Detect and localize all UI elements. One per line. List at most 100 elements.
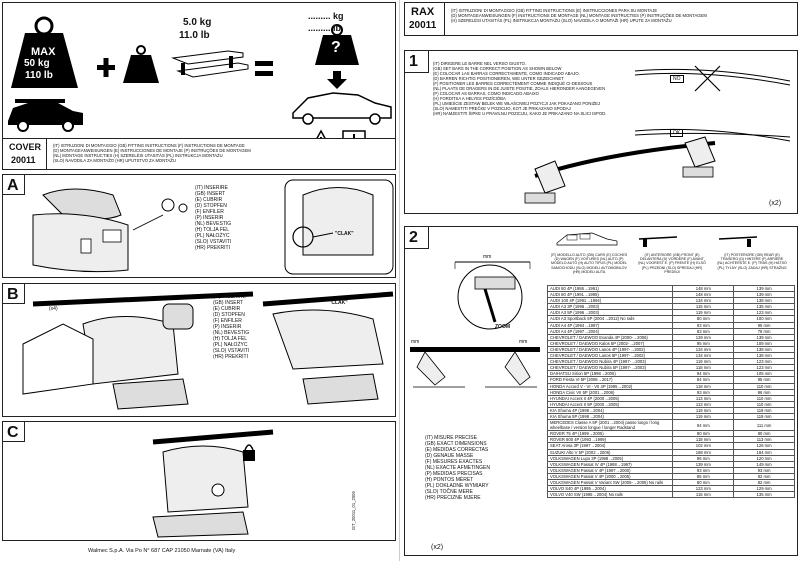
cell-rear: 119 mm bbox=[733, 412, 795, 421]
cell-rear: 110 mm bbox=[733, 400, 795, 408]
cell-rear: 138 mm bbox=[733, 345, 795, 354]
cell-rear: 123 mm bbox=[733, 364, 795, 372]
legend-line: (NL) EXACTE AFMETINGEN bbox=[425, 465, 491, 471]
section-b-line: (SLO) VSTAVITI bbox=[213, 348, 250, 354]
rax-header-line: (H) SZERELÉSI UTASITÁS (PL) INSTRUKCJA M… bbox=[451, 18, 672, 23]
section-a-line: (GB) INSERT bbox=[195, 191, 226, 197]
section-a-line: (P) INSERIR bbox=[195, 215, 224, 221]
cover-header: COVER 20011 (IT) ISTRUZIONI DI MONTAGGIO… bbox=[2, 138, 396, 170]
section-a-line: (H) TOLJA FEL bbox=[195, 227, 229, 233]
rax-header-line: (D) MONTAGEANWEISUNGEN (F) INSTRUCTIONS … bbox=[451, 13, 707, 18]
cover-title: COVER bbox=[9, 142, 42, 152]
cover-instruction-line: (NL) MONTAGE INSTRUCTIES (H) SZERELÉSI U… bbox=[53, 153, 223, 158]
section-a-text: (IT) INSERIRE (GB) INSERT (E) CUBRIR (D)… bbox=[195, 185, 231, 251]
legend-line: (E) MEDIDAS CORRECTAS bbox=[425, 447, 489, 453]
cell-rear: 110 mm bbox=[733, 382, 795, 390]
cell-model: HONDA Accord V - VI - VII 4P (1995→2002) bbox=[546, 382, 674, 390]
step-1-no-label: NO bbox=[670, 75, 684, 83]
step-1-line: (HR) NAMJESTITI ŠIPKE U PRAVILNU POZICIJ… bbox=[433, 111, 607, 116]
cell-rear: 138 mm bbox=[733, 297, 795, 305]
left-footer: Walmec S.p.A. Via Po N° 687 CAP 21050 Ma… bbox=[88, 548, 236, 554]
section-b-text: (IT) INSERIRE (GB) INSERT (E) CUBRIR (D)… bbox=[213, 294, 249, 360]
cell-rear: 138 mm bbox=[733, 352, 795, 360]
section-c-label: C bbox=[7, 424, 19, 441]
cell-model: MERCEDES Classe A 5P (2001→2004) passo l… bbox=[546, 419, 674, 432]
step-1-line: (D) BARREN RICHTIG POSITIONIEREN, WIE UN… bbox=[433, 76, 564, 81]
step-1-line: (E) COLOCAR LAS BARRAS CORRECTAMENTE, CO… bbox=[433, 71, 580, 76]
step-1-line: (IT) DIRIGERE LE BARRE NEL VERSO GIUSTO. bbox=[433, 61, 527, 66]
section-b-line: (GB) INSERT bbox=[213, 300, 244, 306]
table-row: VOLKSWAGEN Passat V Variant SW (2005-→20… bbox=[546, 478, 795, 487]
section-a: A (IT) INSERIRE (GB) INSERT (E) CUBRIR (… bbox=[2, 174, 396, 278]
cell-rear: 135 mm bbox=[733, 303, 795, 311]
legend-line: (HR) PRECIZNE MJERE bbox=[425, 495, 481, 501]
step-1-line: (GB) SET BARS IN THE CORRECT POSITION AS… bbox=[433, 66, 562, 71]
rax-code: 20011 bbox=[409, 20, 437, 31]
legend-line: (SLO) TOČNE MERE bbox=[425, 489, 473, 495]
rax-header: RAX 20011 (IT) ISTRUZIONI DI MONTAGGIO (… bbox=[404, 2, 798, 36]
table-row: CHEVROLET / DAEWOO Lanos 5P (1997-→2002)… bbox=[546, 352, 795, 360]
section-a-line: (E) CUBRIR bbox=[195, 197, 223, 203]
step-1-ok-label: OK bbox=[670, 129, 684, 137]
section-a-line: (HR) PREKRITI bbox=[195, 245, 230, 251]
section-b-line: (E) CUBRIR bbox=[213, 306, 241, 312]
table-header-icons bbox=[556, 232, 758, 247]
cover-instruction-line: (IT) ISTRUZIONI DI MONTAGGIO (GB) FITTIN… bbox=[53, 143, 245, 148]
step-1-line: (PL) UMIEŚCIE ZESTAW BELEK WE WŁAŚCIWEJ … bbox=[433, 101, 601, 106]
table-row: CHEVROLET / DAEWOO Kalos 5P (2002-→2007)… bbox=[546, 339, 795, 347]
section-b-art bbox=[22, 291, 394, 410]
cell-rear: 129 mm bbox=[733, 485, 795, 493]
rax-header-lines: (IT) ISTRUZIONI DI MONTAGGIO (GB) FITTIN… bbox=[451, 8, 797, 23]
table-row: CHEVROLET / DAEWOO Lanos 4P (1997-→2002)… bbox=[546, 345, 795, 354]
legend-line: (GB) EXACT DIMENSIONS bbox=[425, 441, 487, 447]
cell-rear: 126 mm bbox=[733, 442, 795, 450]
step-2-zoom: ZOOM bbox=[495, 324, 510, 330]
section-a-line: (IT) INSERIRE bbox=[195, 185, 228, 191]
cell-model: VOLKSWAGEN Passat V 4P (1997→2000) bbox=[546, 466, 674, 474]
cell-model: VOLVO V40 SW (1995→2004) No rails bbox=[546, 491, 674, 499]
cell-rear: 113 mm bbox=[733, 436, 795, 444]
step-2-mm-top: mm bbox=[483, 254, 492, 260]
cell-model: VOLKSWAGEN Passat V 4P (2000→2005) bbox=[546, 472, 674, 481]
cell-model: CHEVROLET / DAEWOO Kalos 5P (2002-→2007) bbox=[546, 339, 674, 347]
col-header-rear: (IT) POSTERIORE (GB) REAR (E) TRASERO (D… bbox=[717, 253, 787, 270]
step-2-mm-right: mm bbox=[519, 339, 528, 345]
step-2-mm-left: mm bbox=[411, 339, 420, 345]
cover-code: 20011 bbox=[11, 155, 36, 165]
cover-instruction-line: (D) MONTAGEANWEISUNGEN (E) INSTRUCCIONES… bbox=[53, 148, 251, 153]
section-a-line: (F) ENFILER bbox=[195, 209, 224, 215]
cell-model: CHEVROLET / DAEWOO Nubira 4P (1997-→2003… bbox=[546, 358, 674, 366]
cell-model: FORD Fiesta VI 5P (2008→2017) bbox=[546, 376, 674, 384]
cell-model: VOLKSWAGEN Passat V Variant SW (2005-→20… bbox=[546, 478, 674, 487]
table-row: CHEVROLET / DAEWOO Evanda 4P (2000-→2006… bbox=[546, 333, 795, 341]
step-1-line: (NL) PLAATS DE DRAGERS IN DE JUISTE POSI… bbox=[433, 86, 606, 91]
cell-model: CHEVROLET / DAEWOO Lanos 5P (1997-→2002) bbox=[546, 352, 674, 360]
cell-rear: 82 mm bbox=[733, 478, 795, 487]
legend-line: (IT) MISURE PRECISE bbox=[425, 435, 477, 441]
section-b-line: (P) INSERIR bbox=[213, 324, 242, 330]
section-b-line: (IT) INSERIRE bbox=[213, 294, 246, 300]
section-b-x4: (x4) bbox=[49, 306, 58, 312]
section-b: B (x4) (IT) INSERIRE (GB) INSERT (E) CUB… bbox=[2, 283, 396, 417]
section-a-label: A bbox=[7, 177, 19, 194]
cell-model: VOLKSWAGEN Passat IV 4P (1988→1997) bbox=[546, 460, 674, 468]
legend-line: (D) GENAUE MASSE bbox=[425, 453, 474, 459]
question-mark: ? bbox=[331, 39, 341, 56]
cell-rear: 100 mm bbox=[733, 315, 795, 323]
cell-rear: 135 mm bbox=[733, 491, 795, 499]
cell-rear: 149 mm bbox=[733, 460, 795, 468]
step-1-text: (IT) DIRIGERE LE BARRE NEL VERSO GIUSTO.… bbox=[433, 61, 633, 116]
section-a-line: (PL) NAŁOŻYC bbox=[195, 233, 230, 239]
page-divider bbox=[399, 0, 400, 561]
legend-line: (H) PONTOS MÉRET bbox=[425, 477, 474, 483]
step-2: 2 mm ZOOM mm mm (IT) MISURE PRECISE (GB)… bbox=[404, 226, 798, 556]
section-a-clak: "CLAK" bbox=[335, 231, 354, 237]
section-b-line: (F) ENFILER bbox=[213, 318, 242, 324]
